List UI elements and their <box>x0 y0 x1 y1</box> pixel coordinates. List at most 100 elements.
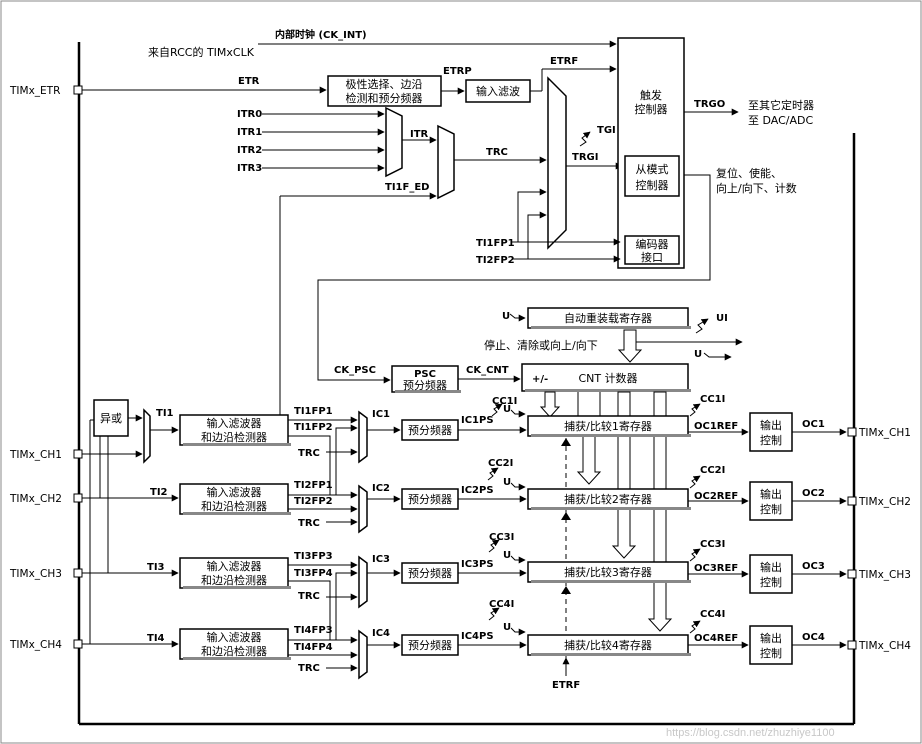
output-pins <box>847 427 857 650</box>
cc4i-out-label: CC4I <box>700 609 725 620</box>
prescaler-ch4-label: 预分频器 <box>408 638 452 652</box>
filter-ch1-shadow <box>183 443 291 446</box>
prescaler-ch3-label: 预分频器 <box>408 566 452 580</box>
trigger-mux <box>547 76 567 250</box>
psc-sub-label: 预分频器 <box>403 378 447 392</box>
prescaler-ch1-label: 预分频器 <box>408 423 452 437</box>
ti1f-ed-label: TI1F_ED <box>385 182 429 193</box>
pin-ch2[interactable] <box>73 493 83 503</box>
u-ccr3: U <box>503 550 511 561</box>
pin-out-ch2[interactable] <box>847 496 857 506</box>
out-ch4-line2: 控制 <box>760 646 782 660</box>
trc-ch3-label: TRC <box>298 591 320 602</box>
filter-ch2-shadow <box>183 512 291 515</box>
filter-ch4-line1: 输入滤波器 <box>207 630 262 644</box>
ui-label: UI <box>716 313 728 324</box>
ti4fp4-label: TI4FP4 <box>294 642 333 653</box>
encoder-line1: 编码器 <box>636 237 669 251</box>
cnt-shadow <box>525 389 691 392</box>
cnt-ccr-ticks <box>577 392 601 416</box>
cc-in-arrows <box>487 403 503 621</box>
trc-ch2-label: TRC <box>298 518 320 529</box>
ti3fp3-label: TI3FP3 <box>294 551 333 562</box>
rcc-clock-label: 来自RCC的 TIMxCLK <box>148 45 255 59</box>
psc-label: PSC <box>414 369 436 380</box>
ti2-label: TI2 <box>150 487 168 498</box>
cc4i-in-label: CC4I <box>489 599 514 610</box>
ck-int-label: 内部时钟 (CK_INT) <box>275 28 367 41</box>
pin-out-ch4[interactable] <box>847 640 857 650</box>
ic1-label: IC1 <box>372 409 390 420</box>
pin-etr-label: TIMx_ETR <box>9 85 60 97</box>
ui-arrow <box>695 318 709 334</box>
ic4-label: IC4 <box>372 628 390 639</box>
cc3i-in-label: CC3I <box>489 532 514 543</box>
cc2i-out-label: CC2I <box>700 465 725 476</box>
itr1-label: ITR1 <box>237 127 262 138</box>
ck-cnt-label: CK_CNT <box>466 365 509 376</box>
ccr3-shadow <box>531 580 691 583</box>
filter-ch2 <box>179 483 289 515</box>
ti4fp3-label: TI4FP3 <box>294 625 333 636</box>
out-ch4-line1: 输出 <box>760 631 782 645</box>
filter-ch3 <box>179 557 289 589</box>
auto-reload-shadow <box>531 326 691 329</box>
oc1ref-label: OC1REF <box>694 421 738 432</box>
trc-ch1-label: TRC <box>298 448 320 459</box>
tgi-label: TGI <box>597 125 616 136</box>
filter-ch4-line2: 和边沿检测器 <box>201 644 267 658</box>
pin-ch1[interactable] <box>73 449 83 459</box>
ccr1-label: 捕获/比较1寄存器 <box>564 419 652 433</box>
trc-mux <box>437 124 455 200</box>
pin-etr[interactable] <box>73 85 83 95</box>
itr-label: ITR <box>410 129 429 140</box>
ic3ps-label: IC3PS <box>461 559 494 570</box>
stop-clear-label: 停止、清除或向上/向下 <box>484 338 598 352</box>
ti3-label: TI3 <box>147 562 165 573</box>
pin-ch4[interactable] <box>73 639 83 649</box>
xor-label: 异或 <box>100 412 122 425</box>
u-ccr-arrows <box>510 409 526 636</box>
channel-input-wires <box>82 414 143 645</box>
itr2-label: ITR2 <box>237 145 262 156</box>
trigger-line1: 触发 <box>640 88 662 102</box>
input-filters <box>179 414 291 660</box>
trgi-label: TRGI <box>572 152 598 163</box>
pin-out-ch2-label: TIMx_CH2 <box>858 496 911 508</box>
trigger-line2: 控制器 <box>635 102 668 116</box>
filter-ch3-line1: 输入滤波器 <box>207 559 262 573</box>
cc1i-in-label: CC1I <box>492 396 517 407</box>
trigger-controller <box>617 37 685 269</box>
pin-out-ch3-label: TIMx_CH3 <box>858 569 911 581</box>
pin-out-ch1[interactable] <box>847 427 857 437</box>
ic1-mux <box>358 410 368 464</box>
filter-ch1-line1: 输入滤波器 <box>207 416 262 430</box>
ti-wires <box>90 426 179 648</box>
ccr4-label: 捕获/比较4寄存器 <box>564 638 652 652</box>
cc2i-in-label: CC2I <box>488 458 513 469</box>
timer-boundary <box>77 42 856 726</box>
pin-ch1-label: TIMx_CH1 <box>9 449 62 461</box>
pin-ch3[interactable] <box>73 568 83 578</box>
u-output-arrow <box>703 352 732 361</box>
pin-ch3-label: TIMx_CH3 <box>9 568 62 580</box>
pin-ch4-label: TIMx_CH4 <box>9 639 62 651</box>
pin-out-ch3[interactable] <box>847 569 857 579</box>
encoder-interface <box>624 235 680 265</box>
ti2fp2-label: TI2FP2 <box>476 255 515 266</box>
ic3-label: IC3 <box>372 554 390 565</box>
filter-ch3-shadow <box>183 586 291 589</box>
u-ccr4: U <box>503 622 511 633</box>
ccr4-shadow <box>531 653 691 656</box>
ti1fp2-label: TI1FP2 <box>294 422 333 433</box>
ti2fp2-to-mux <box>527 211 547 259</box>
itr3-label: ITR3 <box>237 163 262 174</box>
slave-mode-controller <box>624 155 680 197</box>
ic4-mux <box>358 629 368 680</box>
etrp-label: ETRP <box>443 66 472 77</box>
oc2ref-label: OC2REF <box>694 491 738 502</box>
cnt-sign-label: +/- <box>532 374 548 385</box>
cc-out-arrows <box>689 403 701 634</box>
trgo-label: TRGO <box>694 99 725 110</box>
